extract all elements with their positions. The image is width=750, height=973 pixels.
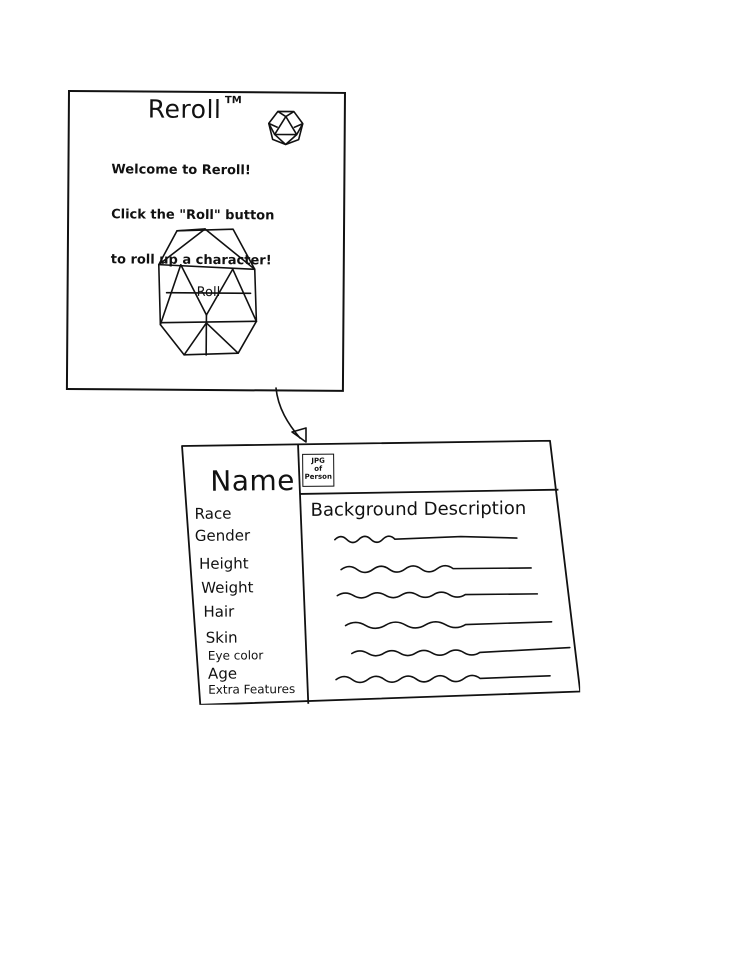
character-portrait-placeholder: JPG of Person — [302, 453, 335, 487]
attribute-eye-color: Eye color — [207, 648, 264, 663]
attribute-gender: Gender — [194, 526, 251, 545]
attribute-height: Height — [198, 554, 249, 573]
character-screen-frame — [181, 439, 581, 705]
character-name: Name — [210, 463, 296, 498]
attribute-age: Age — [207, 664, 238, 683]
welcome-line: Click the "Roll" button — [111, 207, 275, 224]
attribute-race: Race — [194, 504, 232, 523]
welcome-line: Welcome to Reroll! — [111, 162, 251, 179]
attribute-extra-features: Extra Features — [208, 682, 296, 697]
attribute-hair: Hair — [203, 602, 235, 621]
roll-button[interactable]: Roll — [156, 225, 261, 358]
background-description-heading: Background Description — [310, 497, 527, 521]
app-title: Reroll — [147, 94, 222, 125]
flow-arrow — [275, 387, 307, 443]
attribute-skin: Skin — [205, 628, 238, 647]
character-screen: Name JPG of Person Race Gender Height We… — [180, 439, 581, 705]
d20-die-icon — [157, 228, 258, 356]
background-description-text-placeholder — [334, 535, 571, 684]
welcome-screen: Reroll TM Welcome to Reroll! Click the "… — [65, 90, 346, 392]
trademark-mark: TM — [224, 95, 242, 107]
attribute-weight: Weight — [201, 578, 254, 597]
d20-die-icon — [267, 110, 304, 146]
